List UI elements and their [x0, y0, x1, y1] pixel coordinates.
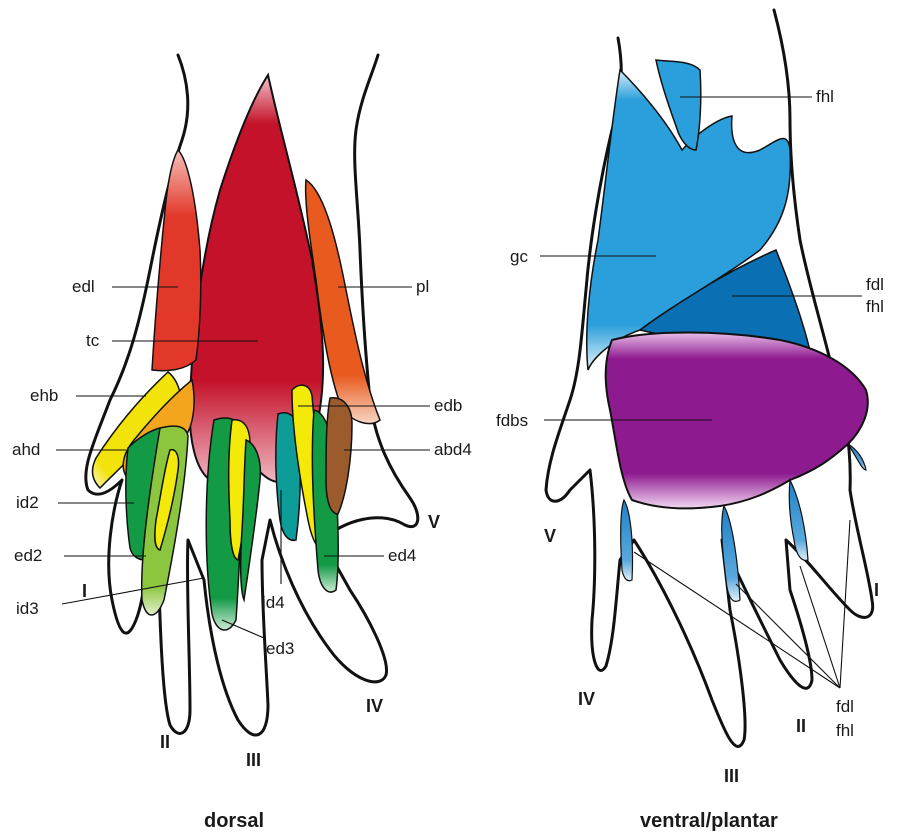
ahd-label: ahd [12, 440, 40, 459]
id3-label: id3 [16, 599, 39, 618]
dorsal-caption: dorsal [204, 810, 264, 832]
dorsal-digit-V: V [428, 512, 440, 532]
gc-label: gc [510, 247, 528, 266]
ventral-view: fhl gc fdl fhl fdbs fdl fhl V IV III II … [496, 10, 884, 832]
ed3-label: ed3 [266, 639, 294, 658]
ventral-digit-V: V [544, 526, 556, 546]
id4-label: id4 [262, 593, 285, 612]
ed4-label: ed4 [388, 546, 416, 565]
dorsal-digit-III: III [246, 750, 261, 770]
ventral-digit-IV: IV [578, 689, 595, 709]
fhl-bottom-label: fhl [836, 721, 854, 740]
ventral-digit-I: I [874, 580, 879, 600]
dorsal-digit-IV: IV [366, 696, 383, 716]
fhl-top-label: fhl [816, 87, 834, 106]
fhl-label: fhl [866, 297, 884, 316]
edb-label: edb [434, 396, 462, 415]
abd4-label: abd4 [434, 440, 472, 459]
pl-label: pl [416, 277, 429, 296]
fdl-bottom-label: fdl [836, 697, 854, 716]
fdbs-label: fdbs [496, 411, 528, 430]
tc-label: tc [86, 331, 100, 350]
ventral-caption: ventral/plantar [640, 810, 778, 832]
edl-label: edl [72, 277, 95, 296]
dorsal-digit-II: II [160, 732, 170, 752]
ed2-label: ed2 [14, 546, 42, 565]
fdl-label: fdl [866, 275, 884, 294]
ventral-digit-III: III [724, 766, 739, 786]
ventral-digit-II: II [796, 716, 806, 736]
dorsal-digit-I: I [82, 581, 87, 601]
dorsal-view: edl tc pl ehb ahd id2 ed2 id3 ed3 id4 ed… [12, 55, 472, 832]
ehb-label: ehb [30, 386, 58, 405]
id2-label: id2 [16, 493, 39, 512]
